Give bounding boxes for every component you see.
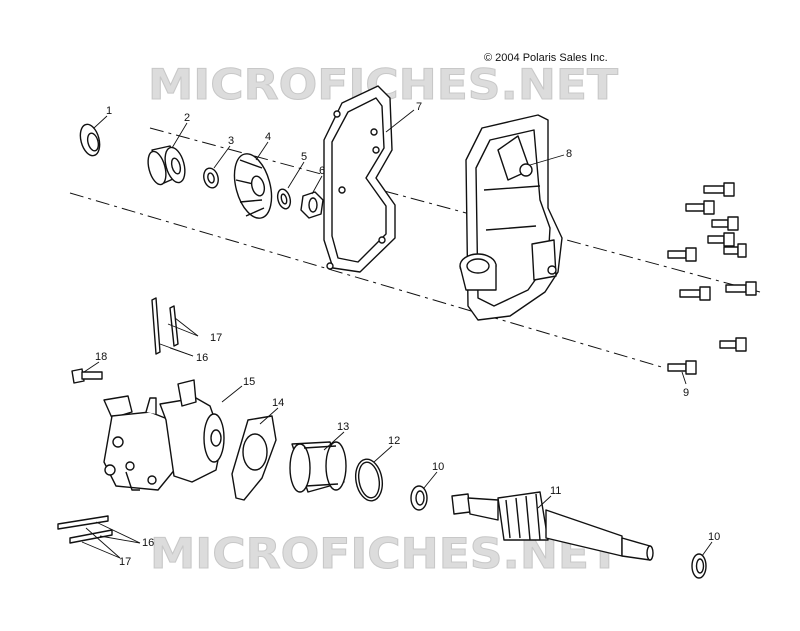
callout-16-lower: 16 [142,537,154,549]
o-ring-part [354,458,384,502]
callout-9: 9 [683,387,689,399]
washer-part-5 [276,188,292,210]
cover-part [459,114,563,321]
impeller-part [233,153,273,219]
washer-part-10b [691,553,707,579]
washer-part-10a [410,485,428,511]
callout-6: 6 [319,165,325,177]
seal-part [79,123,101,157]
pump-assembly [103,379,225,491]
callout-13: 13 [337,421,349,433]
leader-lines [81,109,713,559]
bearing-part [147,145,186,186]
callout-1: 1 [106,105,112,117]
callout-labels: 1 2 3 4 5 6 7 8 9 10 10 11 12 13 14 15 1… [95,101,720,568]
callout-14: 14 [272,397,284,409]
gasket-part-14 [231,415,277,501]
callout-7: 7 [416,101,422,113]
callout-18: 18 [95,351,107,363]
callout-17-upper: 17 [210,332,222,344]
callout-8: 8 [566,148,572,160]
shaft-part [451,491,654,561]
gasket-part-7 [323,85,396,273]
callout-12: 12 [388,435,400,447]
callout-4: 4 [265,131,271,143]
callout-11: 11 [550,485,561,497]
callout-2: 2 [184,112,190,124]
center-lines [69,127,761,369]
callout-15: 15 [243,376,255,388]
bolt-part-18 [71,368,103,384]
bolt-set [667,182,757,375]
pin-set-lower [57,515,113,544]
callout-16-upper: 16 [196,352,208,364]
filter-part [289,441,347,493]
callout-17-lower: 17 [119,556,131,568]
washer-part-3 [203,167,219,189]
copyright-notice: © 2004 Polaris Sales Inc. [484,52,608,64]
callout-10-upper: 10 [432,461,444,473]
callout-5: 5 [301,151,307,163]
nut-part [300,191,324,219]
callout-3: 3 [228,135,234,147]
callout-10-lower: 10 [708,531,720,543]
